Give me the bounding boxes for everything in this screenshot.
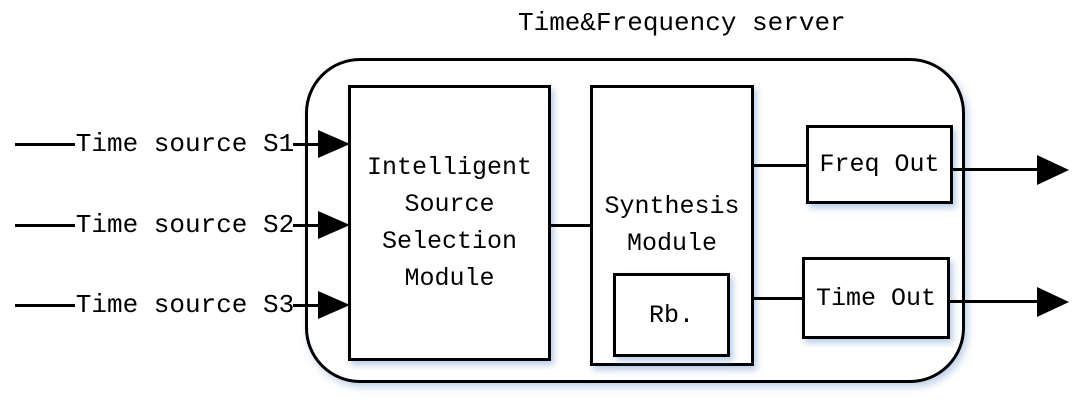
server-enclosure	[305, 58, 965, 383]
synthesis-module-box: Synthesis Module Rb.	[590, 85, 754, 366]
output-line-freq	[951, 168, 1039, 171]
input-line-s3-stub	[15, 304, 75, 307]
input-line-s2-stub	[15, 224, 75, 227]
diagram-title: Time&Frequency server	[518, 8, 846, 38]
rb-oscillator-label: Rb.	[648, 300, 694, 330]
freq-out-box: Freq Out	[806, 125, 953, 204]
connector-synthesis-to-time-out	[752, 297, 804, 300]
output-line-time	[948, 300, 1039, 303]
connector-selection-to-synthesis	[549, 224, 592, 227]
arrowhead-s3-icon	[318, 291, 350, 319]
synthesis-module-label: Synthesis Module	[604, 192, 740, 258]
input-line-s1-stub	[15, 143, 75, 146]
arrowhead-time-out-icon	[1037, 287, 1069, 317]
connector-synthesis-to-freq-out	[752, 164, 808, 167]
freq-out-label: Freq Out	[819, 150, 940, 179]
input-label-s1: Time source S1	[75, 129, 295, 159]
input-label-s2: Time source S2	[75, 210, 295, 240]
selection-module-box: Intelligent Source Selection Module	[348, 85, 551, 361]
rb-oscillator-box: Rb.	[613, 273, 730, 357]
selection-module-label: Intelligent Source Selection Module	[366, 153, 533, 293]
arrowhead-freq-out-icon	[1037, 155, 1069, 185]
input-label-s3: Time source S3	[75, 290, 295, 320]
time-out-label: Time Out	[815, 283, 937, 313]
arrowhead-s1-icon	[318, 130, 350, 158]
arrowhead-s2-icon	[318, 211, 350, 239]
time-out-box: Time Out	[802, 257, 950, 339]
